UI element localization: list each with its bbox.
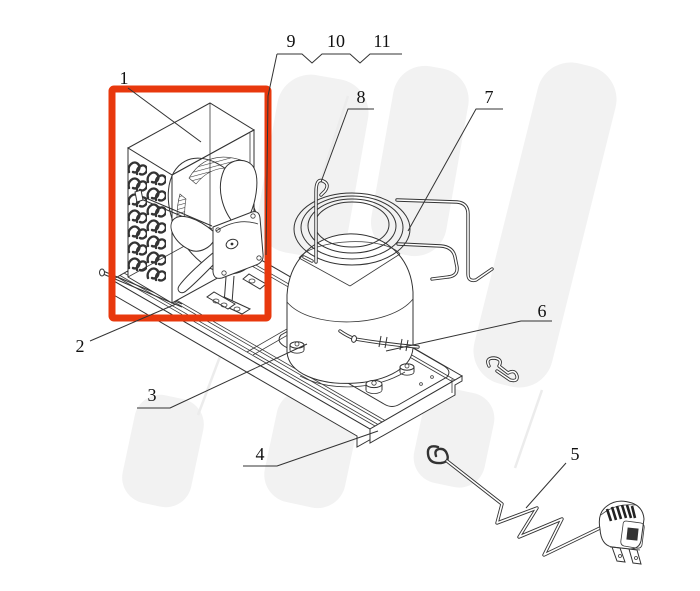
process-tube — [338, 329, 420, 352]
callout-1: 1 — [120, 68, 129, 88]
plug-prong — [611, 546, 626, 563]
tube-end-cap — [99, 268, 105, 277]
callout-5: 5 — [571, 444, 580, 464]
callout-9: 9 — [287, 31, 296, 51]
fan-blade — [220, 159, 258, 226]
condenser-assembly — [99, 102, 267, 315]
leader-4 — [243, 430, 379, 467]
cord-clip-on-plate — [486, 356, 519, 383]
leader-5 — [525, 462, 567, 509]
callout-4: 4 — [256, 444, 265, 464]
glare-streak — [304, 95, 350, 227]
leader-descender-9-10-11 — [265, 53, 278, 256]
callout-3: 3 — [148, 385, 157, 405]
leader-bracket-9-10-11 — [277, 53, 402, 64]
leader-2 — [89, 303, 177, 342]
fan-motor-cover — [212, 211, 264, 279]
callout-leaders — [89, 53, 567, 509]
cooling-coil — [293, 192, 411, 266]
mounting-grommet — [399, 363, 415, 376]
callout-2: 2 — [76, 336, 85, 356]
callout-7: 7 — [485, 87, 494, 107]
fan-blade — [170, 216, 215, 252]
leader-3 — [137, 343, 308, 409]
leader-8 — [320, 108, 374, 183]
callout-labels: 1 2 3 4 5 6 7 8 9 10 11 — [76, 31, 580, 464]
mounting-grommet — [365, 379, 383, 394]
fan-blade — [177, 251, 221, 294]
base-plate-right-flange — [369, 375, 463, 444]
leader-1 — [127, 87, 202, 143]
riser-tube — [314, 178, 329, 264]
discharge-tube — [395, 198, 494, 283]
power-plug — [598, 500, 645, 565]
callout-8: 8 — [357, 87, 366, 107]
leader-7 — [407, 108, 503, 232]
highlight-box-part-1 — [108, 85, 272, 322]
callout-6: 6 — [538, 301, 547, 321]
background-watermark — [122, 62, 617, 509]
shaft-end-nut — [134, 189, 144, 203]
leader-6 — [385, 320, 552, 352]
tube-fence — [302, 242, 459, 281]
glare-streak — [513, 389, 544, 469]
callout-10: 10 — [327, 31, 345, 51]
callout-11: 11 — [373, 31, 390, 51]
condenser-mounting-feet — [206, 273, 267, 310]
power-cord-assembly — [426, 445, 645, 565]
compressor-assembly — [278, 178, 494, 407]
